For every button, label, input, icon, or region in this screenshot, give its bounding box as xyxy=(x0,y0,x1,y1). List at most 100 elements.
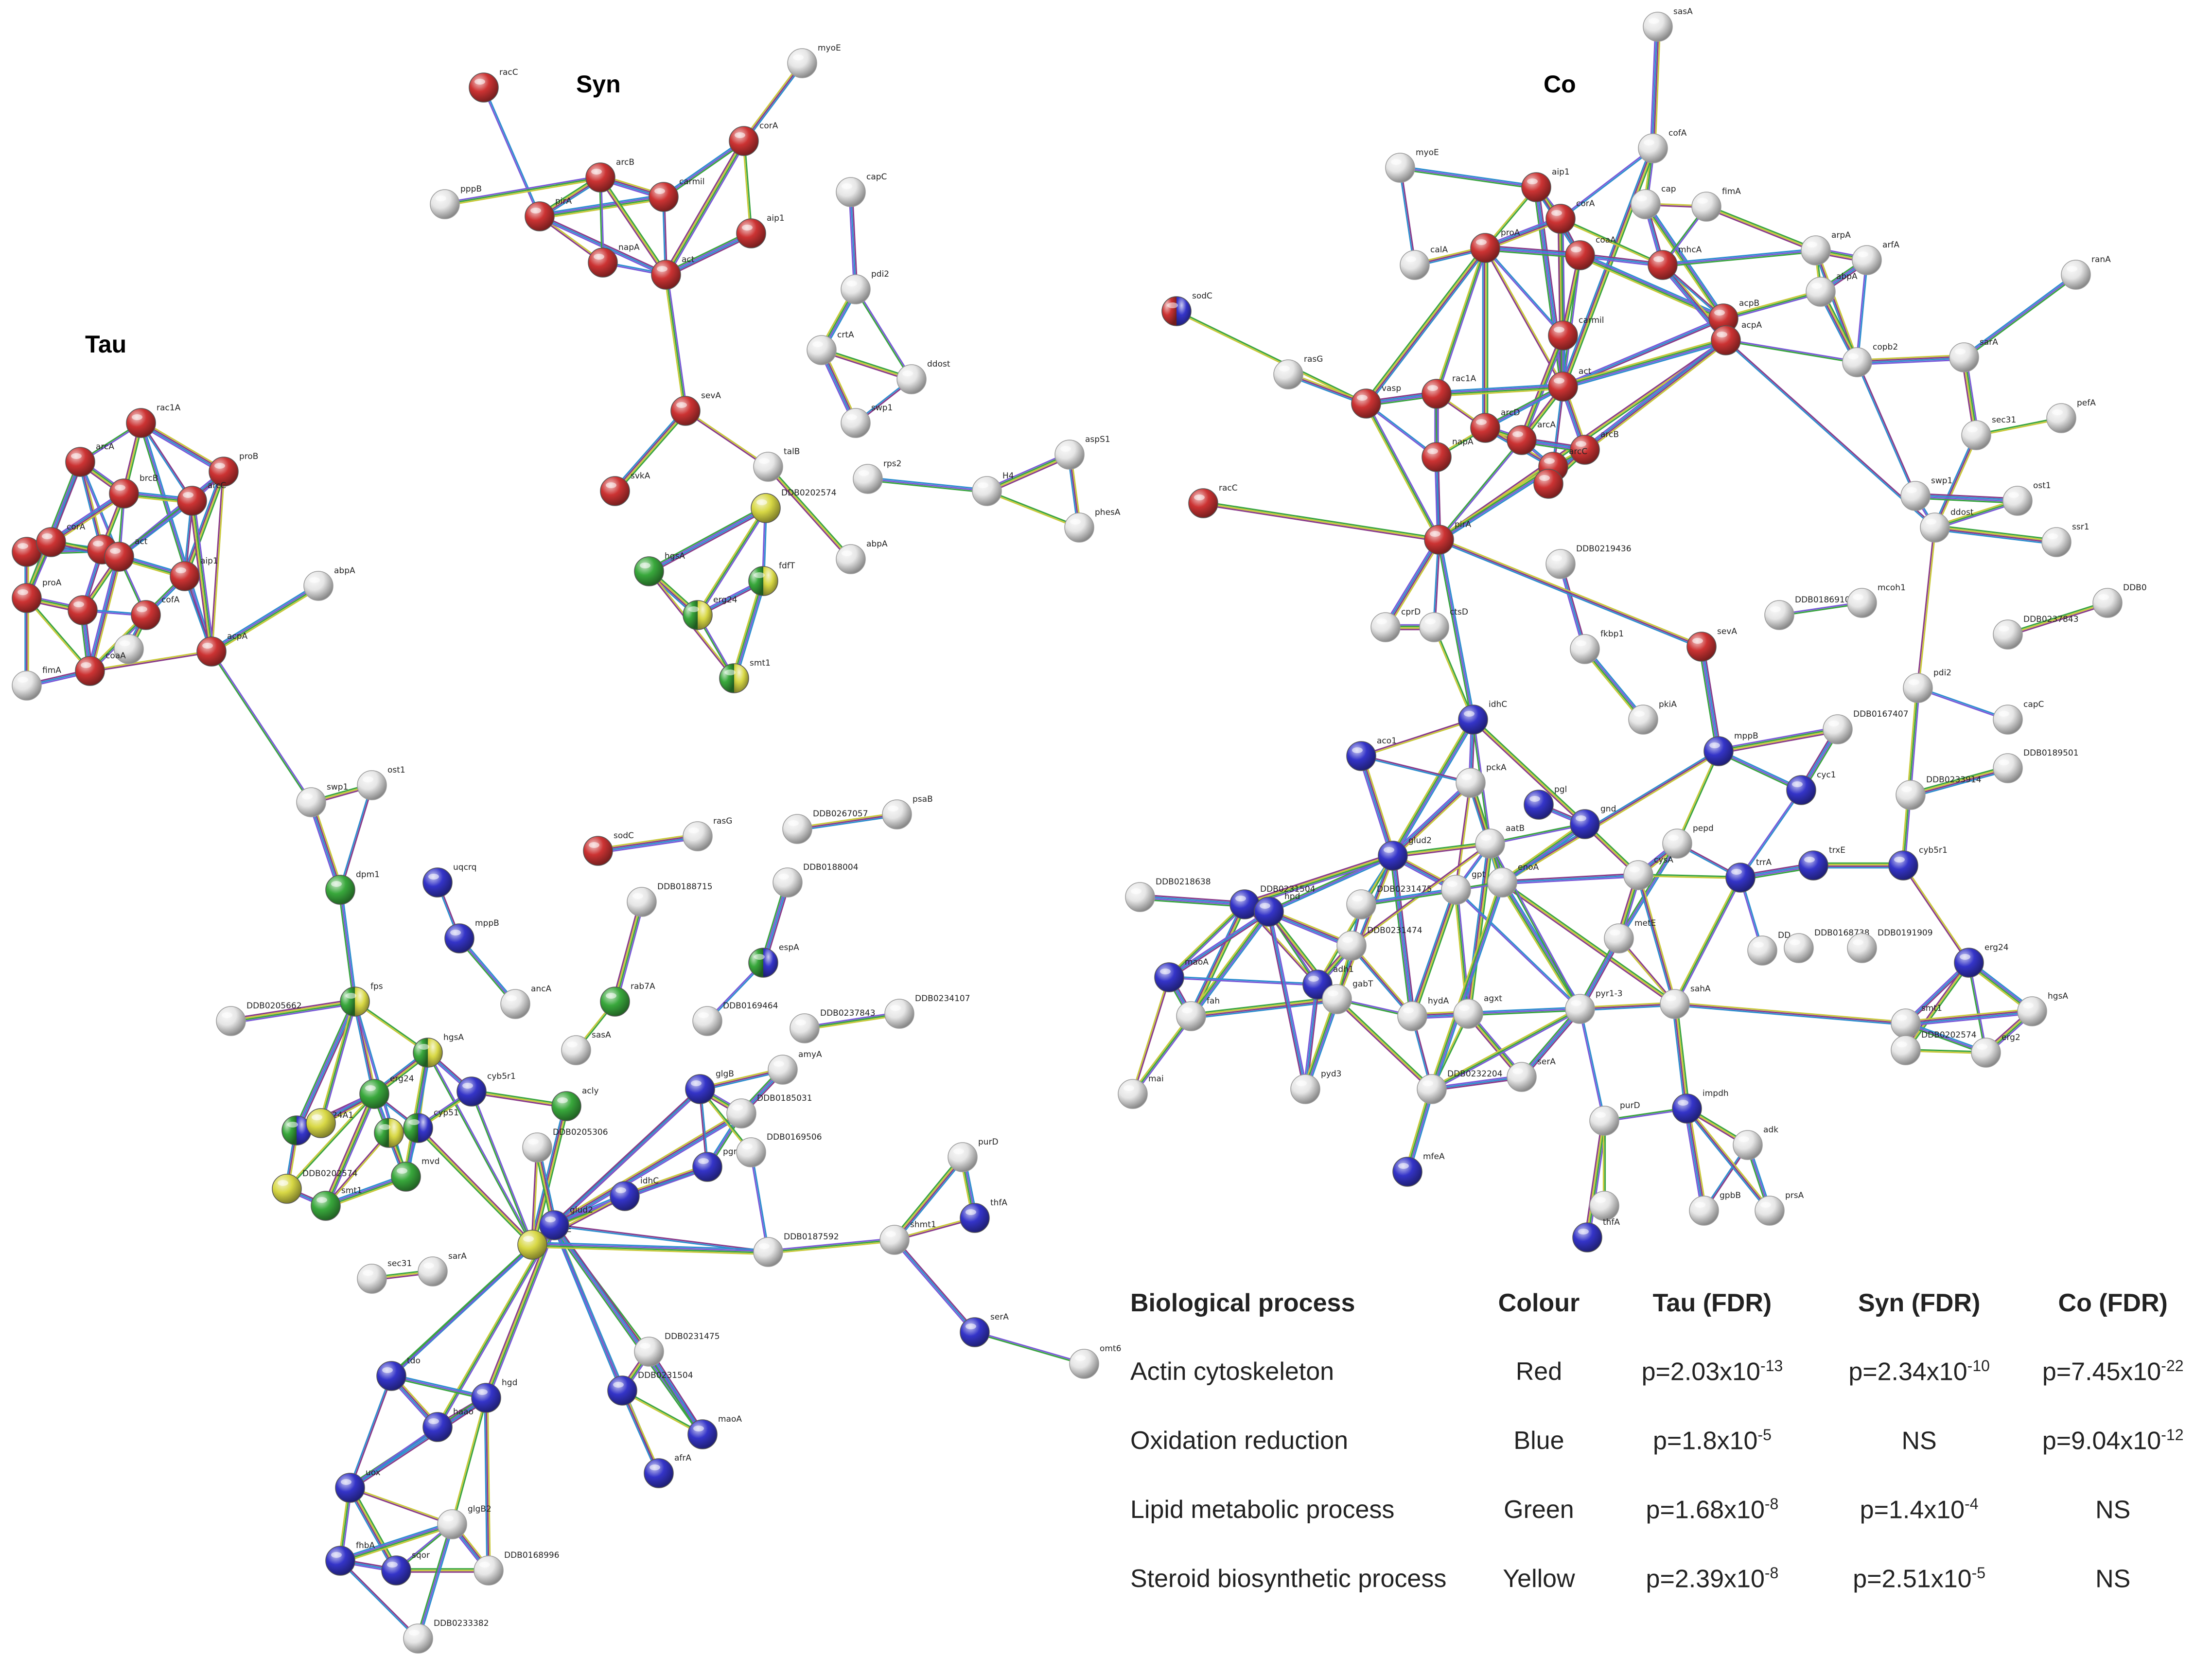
protein-node[interactable]: hgsA xyxy=(413,1033,464,1068)
protein-node[interactable] xyxy=(68,595,98,625)
protein-node[interactable]: smt1 xyxy=(719,658,771,693)
protein-node[interactable]: idhC xyxy=(1458,700,1507,735)
protein-node[interactable]: cofA xyxy=(1638,128,1687,163)
protein-node[interactable]: haao xyxy=(422,1407,474,1442)
protein-node[interactable]: erg2 xyxy=(1971,1033,2020,1068)
protein-node[interactable]: mvd xyxy=(391,1157,439,1192)
protein-node[interactable]: afrA xyxy=(644,1453,691,1488)
protein-node[interactable]: idhC xyxy=(610,1176,659,1211)
protein-node[interactable]: ost1 xyxy=(357,765,405,800)
protein-node[interactable]: impdh xyxy=(1672,1089,1729,1124)
protein-node[interactable]: cyp51 xyxy=(403,1108,459,1143)
protein-node[interactable]: DDB0237843 xyxy=(1993,615,2079,650)
protein-node[interactable]: arcC xyxy=(177,481,226,516)
protein-node[interactable]: talB xyxy=(753,447,800,482)
protein-node[interactable]: vasp xyxy=(1351,384,1401,419)
protein-node[interactable]: thfA xyxy=(1572,1217,1620,1252)
protein-node[interactable]: cyp524A1 xyxy=(281,1111,353,1146)
protein-node[interactable]: pefA xyxy=(2046,398,2096,433)
protein-node[interactable]: DDB0231475 xyxy=(1346,884,1432,919)
protein-node[interactable]: copb2 xyxy=(1842,342,1898,377)
protein-node[interactable]: cyb5r1 xyxy=(456,1072,516,1107)
protein-node[interactable]: arcB xyxy=(585,158,634,193)
protein-node[interactable]: sodC xyxy=(583,831,634,866)
protein-node[interactable]: gpbB xyxy=(1689,1191,1741,1226)
protein-node[interactable]: sarA xyxy=(418,1252,467,1287)
protein-node[interactable]: svkA xyxy=(600,471,650,506)
protein-node[interactable]: DDB0 xyxy=(2092,583,2147,618)
protein-node[interactable]: maoA xyxy=(687,1414,742,1449)
protein-node[interactable]: ctsD xyxy=(1419,607,1468,642)
protein-node[interactable]: act xyxy=(651,255,695,290)
protein-node[interactable]: acpB xyxy=(1708,299,1759,334)
protein-node[interactable]: trrA xyxy=(1725,858,1772,893)
protein-node[interactable]: fdfT xyxy=(748,561,795,596)
protein-node[interactable]: pdi2 xyxy=(841,269,889,304)
protein-node[interactable]: myoE xyxy=(787,43,841,78)
protein-node[interactable]: rasG xyxy=(1273,354,1323,389)
protein-node[interactable]: glgB xyxy=(685,1069,734,1104)
protein-node[interactable]: thfA xyxy=(960,1198,1007,1233)
protein-node[interactable]: sarA xyxy=(1949,337,1998,372)
protein-node[interactable]: cyc1 xyxy=(1786,770,1836,805)
protein-node[interactable]: acpA xyxy=(1711,320,1762,355)
protein-node[interactable]: DDB0169506 xyxy=(736,1132,822,1167)
protein-node[interactable]: mfeA xyxy=(1392,1152,1445,1187)
protein-node[interactable]: glud2 xyxy=(1378,836,1432,871)
protein-node[interactable]: proA xyxy=(1470,228,1520,263)
protein-node[interactable] xyxy=(1533,469,1563,499)
protein-node[interactable]: purD xyxy=(1589,1101,1640,1136)
protein-node[interactable] xyxy=(114,634,144,664)
protein-node[interactable]: amyA xyxy=(768,1050,822,1085)
protein-node[interactable]: abpA xyxy=(836,539,888,574)
protein-node[interactable]: rps2 xyxy=(853,459,901,494)
protein-node[interactable]: sasA xyxy=(561,1030,611,1065)
protein-node[interactable]: pyr1-3 xyxy=(1565,989,1623,1024)
protein-node[interactable]: capC xyxy=(1993,700,2044,735)
protein-node[interactable]: DDB0219436 xyxy=(1545,544,1632,579)
protein-node[interactable] xyxy=(374,1118,404,1148)
protein-node[interactable]: uox xyxy=(335,1468,381,1503)
protein-node[interactable]: DDB0188715 xyxy=(627,882,713,917)
protein-node[interactable]: DDB0168996 xyxy=(474,1551,560,1586)
protein-node[interactable]: DDB0191909 xyxy=(1847,928,1933,963)
protein-node[interactable]: tdo xyxy=(376,1356,421,1391)
protein-node[interactable]: DDB0187592 xyxy=(753,1232,839,1267)
protein-node[interactable]: pgl xyxy=(1524,785,1567,820)
protein-node[interactable]: aip1 xyxy=(1521,167,1570,202)
protein-node[interactable]: rac1A xyxy=(126,403,181,438)
protein-node[interactable]: erg24 xyxy=(1954,943,2009,978)
protein-node[interactable]: DDB0237843 xyxy=(790,1008,876,1043)
protein-node[interactable]: DDB0231504 xyxy=(607,1371,693,1406)
protein-node[interactable]: act xyxy=(104,537,148,572)
protein-node[interactable]: maoA xyxy=(1154,957,1209,992)
protein-node[interactable]: fkbp1 xyxy=(1570,629,1624,664)
protein-node[interactable]: corA xyxy=(1545,199,1595,234)
protein-node[interactable]: hgsA xyxy=(2017,991,2068,1026)
protein-node[interactable]: shmt1 xyxy=(879,1220,936,1255)
protein-node[interactable]: gabT xyxy=(1322,979,1373,1014)
protein-node[interactable]: cofA xyxy=(131,595,180,630)
protein-node[interactable]: ddost xyxy=(1920,508,1974,543)
protein-node[interactable]: ancA xyxy=(500,984,552,1019)
protein-node[interactable]: swp1 xyxy=(296,782,348,817)
protein-node[interactable]: smt1 xyxy=(311,1186,362,1221)
protein-node[interactable]: DDB0189501 xyxy=(1993,748,2079,783)
protein-node[interactable]: DDB0233382 xyxy=(403,1619,489,1654)
protein-node[interactable]: adh1 xyxy=(1302,965,1354,1000)
protein-node[interactable] xyxy=(306,1108,336,1138)
protein-node[interactable]: dpm1 xyxy=(325,870,380,905)
protein-node[interactable]: swp1 xyxy=(841,403,893,438)
protein-node[interactable]: cysA xyxy=(1623,855,1673,890)
protein-node[interactable]: DDB0169464 xyxy=(692,1001,778,1036)
protein-node[interactable]: DDB0231474 xyxy=(1336,926,1422,961)
protein-node[interactable]: napA xyxy=(1422,437,1474,472)
protein-node[interactable]: ddost xyxy=(896,359,950,394)
protein-node[interactable]: prsA xyxy=(1755,1191,1804,1226)
protein-node[interactable]: brcB xyxy=(109,474,158,509)
protein-node[interactable]: sevA xyxy=(670,391,721,426)
protein-node[interactable]: pyd3 xyxy=(1290,1069,1341,1104)
protein-node[interactable]: hydA xyxy=(1397,996,1449,1031)
protein-node[interactable]: DDB0218638 xyxy=(1125,877,1211,912)
protein-node[interactable]: mppB xyxy=(444,918,499,953)
